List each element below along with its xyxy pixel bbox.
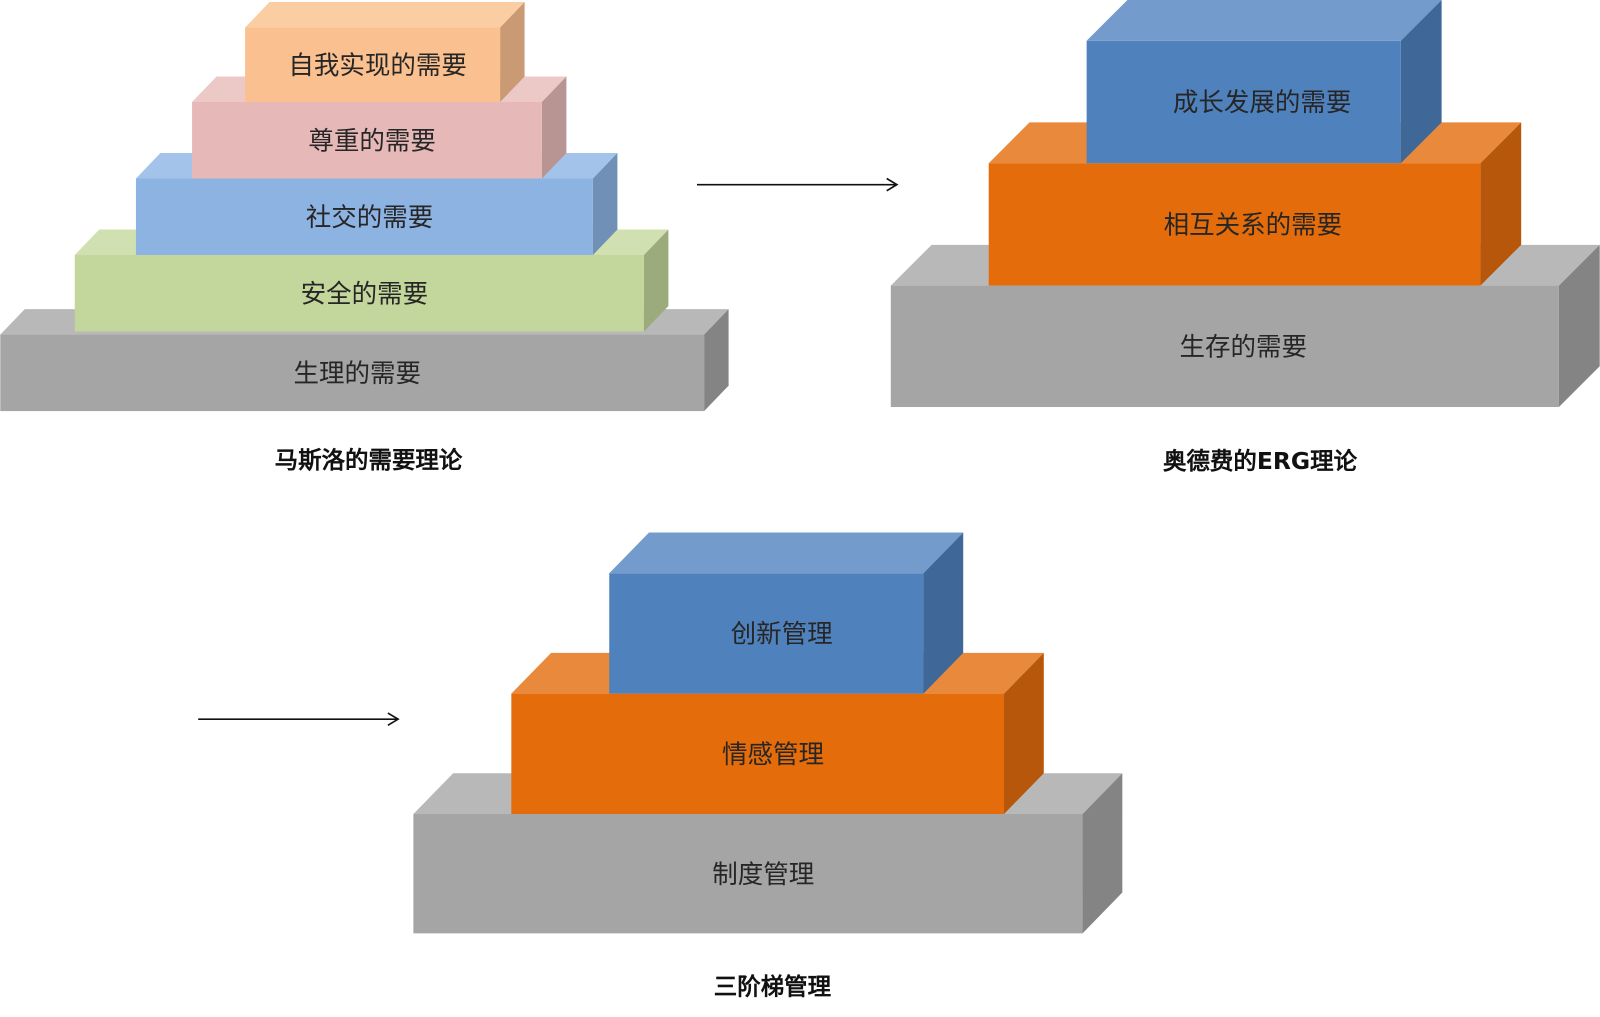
block-front-face	[609, 573, 924, 694]
erg-level-3: 成长发展的需要	[1086, 0, 1442, 164]
block-front-face	[245, 27, 501, 103]
arrow-maslow-to-erg	[696, 177, 899, 192]
block-side-face	[1558, 244, 1600, 408]
level-label: 制度管理	[712, 860, 814, 890]
block-side-face	[923, 532, 964, 694]
block-side-face	[541, 76, 567, 179]
level-label: 成长发展的需要	[1173, 88, 1352, 118]
block-side-face	[704, 309, 729, 412]
level-label: 社交的需要	[306, 203, 434, 233]
level-label: 尊重的需要	[308, 126, 436, 156]
block-side-face	[1400, 0, 1442, 164]
level-label: 生存的需要	[1179, 332, 1307, 362]
block-front-face	[74, 255, 644, 332]
three-step-level-3: 创新管理	[609, 532, 964, 694]
block-front-face	[511, 693, 1005, 815]
arrow-erg-to-three-step	[198, 712, 400, 726]
maslow-level-5: 自我实现的需要	[245, 2, 525, 103]
block-side-face	[592, 153, 618, 256]
block-top-face	[245, 2, 525, 28]
block-side-face	[500, 2, 525, 103]
block-front-face	[135, 178, 593, 256]
block-side-face	[1004, 652, 1044, 815]
level-label: 自我实现的需要	[288, 51, 467, 81]
block-side-face	[1480, 122, 1522, 286]
level-label: 生理的需要	[294, 359, 422, 389]
block-top-face	[609, 532, 964, 574]
three-step-title: 三阶梯管理	[714, 973, 832, 1001]
erg-title: 奥德费的ERG理论	[1163, 447, 1358, 475]
block-front-face	[0, 334, 705, 412]
block-side-face	[1082, 773, 1123, 934]
block-front-face	[413, 814, 1083, 934]
level-label: 安全的需要	[301, 279, 429, 309]
block-top-face	[1086, 0, 1442, 41]
maslow-title: 马斯洛的需要理论	[275, 446, 463, 474]
block-front-face	[988, 163, 1481, 286]
block-front-face	[192, 102, 542, 179]
block-front-face	[1086, 40, 1401, 164]
level-label: 情感管理	[722, 740, 824, 770]
level-label: 相互关系的需要	[1164, 211, 1343, 241]
block-side-face	[643, 229, 669, 332]
level-label: 创新管理	[731, 620, 833, 650]
block-front-face	[890, 285, 1559, 408]
